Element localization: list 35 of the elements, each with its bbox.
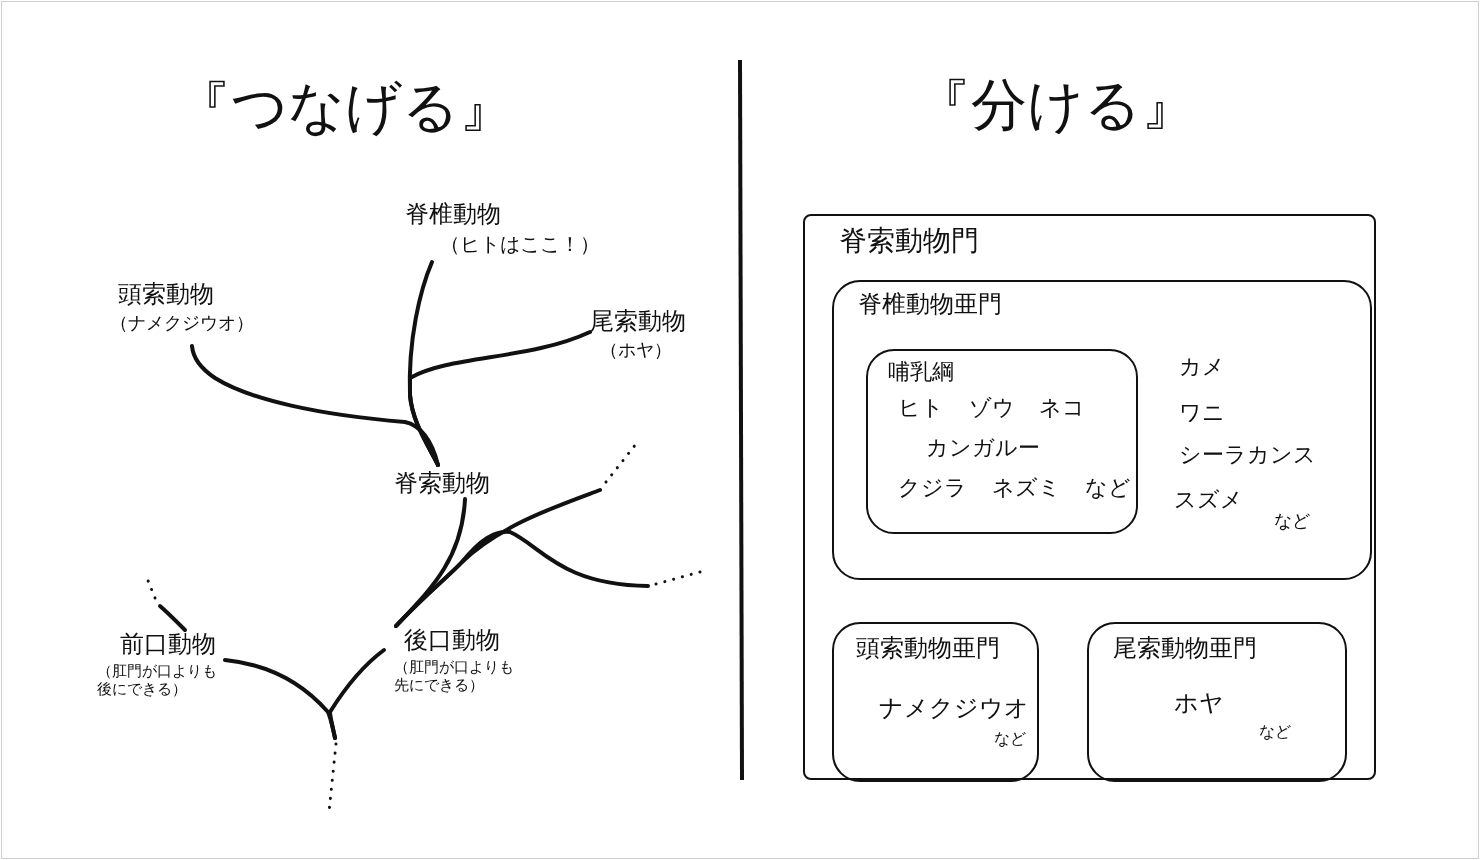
note-text: （肛門が口よりも後にできる）	[97, 662, 218, 698]
animal-list-text: シーラカンス	[1179, 442, 1316, 469]
branch-line	[158, 604, 187, 632]
taxon-name: 脊椎動物	[405, 200, 501, 229]
note-text: （ナメクジウオ）	[110, 312, 254, 334]
animal-list-text: ヒト ゾウ ネコ	[898, 395, 1086, 422]
animal-list-text: など	[1274, 510, 1310, 532]
group-box	[866, 349, 1138, 534]
animal-list-text: など	[1259, 722, 1291, 742]
branch-line	[190, 344, 440, 467]
taxon-name: 脊索動物	[394, 469, 490, 498]
taxon-name: 尾索動物	[590, 307, 686, 336]
group-box	[803, 214, 1376, 780]
group-box	[832, 622, 1039, 782]
animal-list-text: ホヤ	[1174, 689, 1224, 718]
animal-list-text: スズメ	[1174, 487, 1243, 514]
animal-list-text: カンガルー	[926, 435, 1040, 462]
note-text: （ホヤ）	[600, 339, 672, 361]
branch-line	[408, 330, 592, 467]
taxon-name: 後口動物	[404, 626, 500, 655]
note-text: （肛門が口よりも先にできる）	[394, 658, 515, 694]
group-box	[832, 280, 1372, 580]
taxon-name: 頭索動物	[118, 280, 214, 309]
branch-line	[328, 648, 386, 740]
animal-list-text: ナメクジウオ	[879, 694, 1029, 723]
animal-list-text: ワニ	[1179, 400, 1225, 427]
branch-line	[394, 529, 650, 628]
group-box	[1087, 622, 1347, 782]
animal-list-text: など	[994, 729, 1026, 749]
note-text: （ヒトはここ！）	[440, 232, 600, 256]
animal-list-text: クジラ ネズミ など	[898, 475, 1132, 502]
section-heading: 『つなげる』	[175, 73, 515, 141]
taxon-name: 前口動物	[120, 630, 216, 659]
animal-list-text: カメ	[1179, 354, 1225, 381]
section-heading: 『分ける』	[915, 71, 1197, 139]
